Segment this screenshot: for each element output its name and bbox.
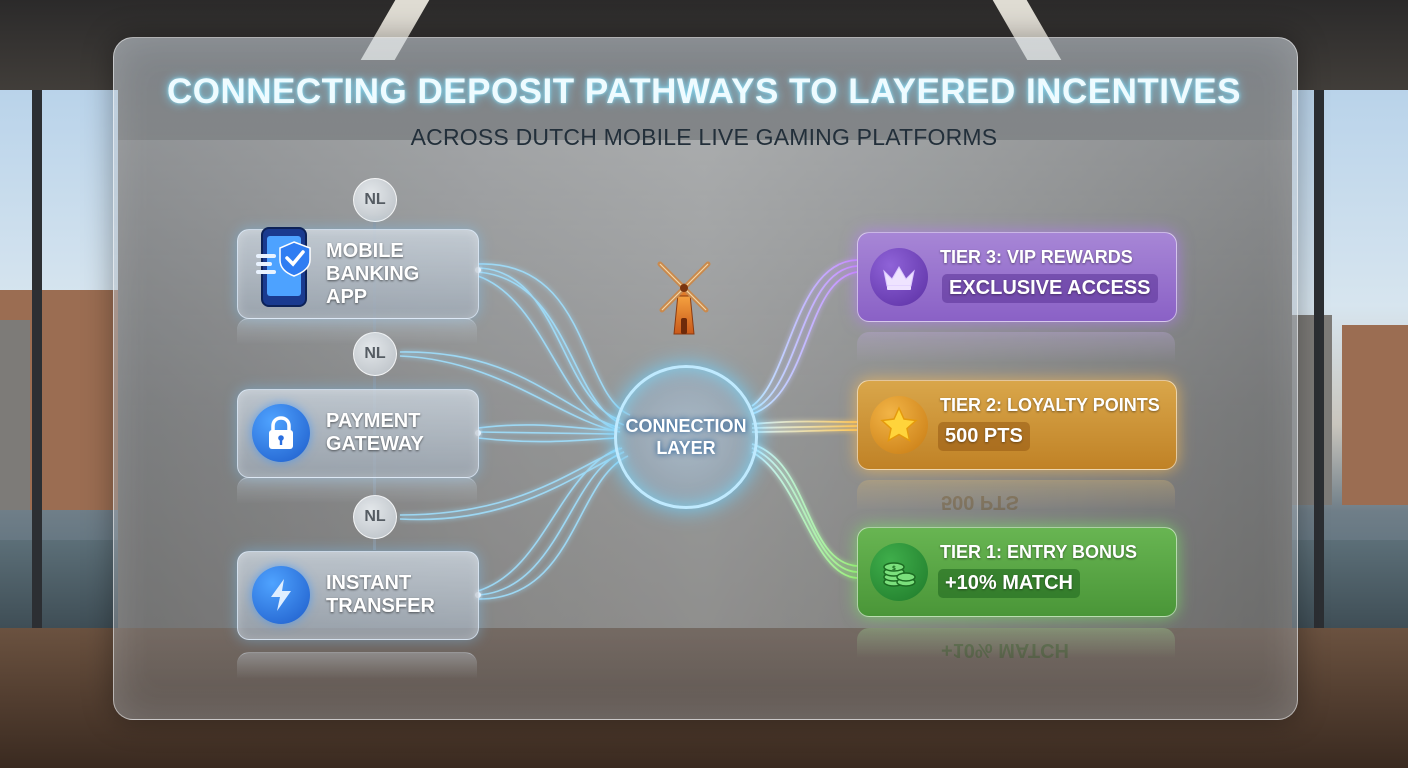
lock-icon (252, 404, 310, 462)
pathway-payment-gateway[interactable]: PAYMENT GATEWAY (237, 389, 479, 478)
reflection-text: +10% MATCH (941, 638, 1069, 658)
tier-reflection (857, 332, 1175, 362)
hub-label: CONNECTION LAYER (626, 415, 747, 459)
tier-1-entry-bonus[interactable]: $ TIER 1: ENTRY BONUS +10% MATCH (857, 527, 1177, 617)
pathway-label: MOBILE BANKING APP (326, 240, 419, 309)
connection-layer-hub[interactable]: CONNECTION LAYER (614, 365, 758, 509)
nl-tag-label: NL (364, 508, 385, 526)
pathway-instant-transfer[interactable]: INSTANT TRANSFER (237, 551, 479, 640)
pathway-mobile-banking-app[interactable]: MOBILE BANKING APP (237, 229, 479, 319)
phone-check-icon (250, 224, 320, 318)
tier-2-loyalty-points[interactable]: TIER 2: LOYALTY POINTS 500 PTS (857, 380, 1177, 470)
nl-tag-label: NL (364, 345, 385, 363)
lightning-icon (252, 566, 310, 624)
card-reflection (237, 318, 477, 345)
reflection-text: 500 PTS (941, 490, 1019, 510)
tier-value: EXCLUSIVE ACCESS (942, 274, 1158, 303)
tier-3-vip-rewards[interactable]: TIER 3: VIP REWARDS EXCLUSIVE ACCESS (857, 232, 1177, 322)
tier-title: TIER 3: VIP REWARDS (940, 247, 1133, 268)
coins-icon: $ (870, 543, 928, 601)
star-icon (870, 396, 928, 454)
right-streams (752, 260, 857, 578)
tier-title: TIER 1: ENTRY BONUS (940, 542, 1137, 563)
pathway-label: PAYMENT GATEWAY (326, 410, 424, 456)
windmill-icon (652, 258, 716, 346)
nl-tag-label: NL (364, 191, 385, 209)
tier-reflection: 500 PTS (857, 480, 1175, 510)
svg-text:$: $ (892, 565, 896, 572)
crown-icon (870, 248, 928, 306)
card-reflection (237, 477, 477, 504)
tier-reflection: +10% MATCH (857, 628, 1175, 658)
card-reflection (237, 652, 477, 679)
tier-value: +10% MATCH (938, 569, 1080, 598)
pathway-label: INSTANT TRANSFER (326, 572, 435, 618)
tier-value: 500 PTS (938, 422, 1030, 451)
tier-title: TIER 2: LOYALTY POINTS (940, 395, 1160, 416)
nl-tag: NL (353, 178, 397, 222)
